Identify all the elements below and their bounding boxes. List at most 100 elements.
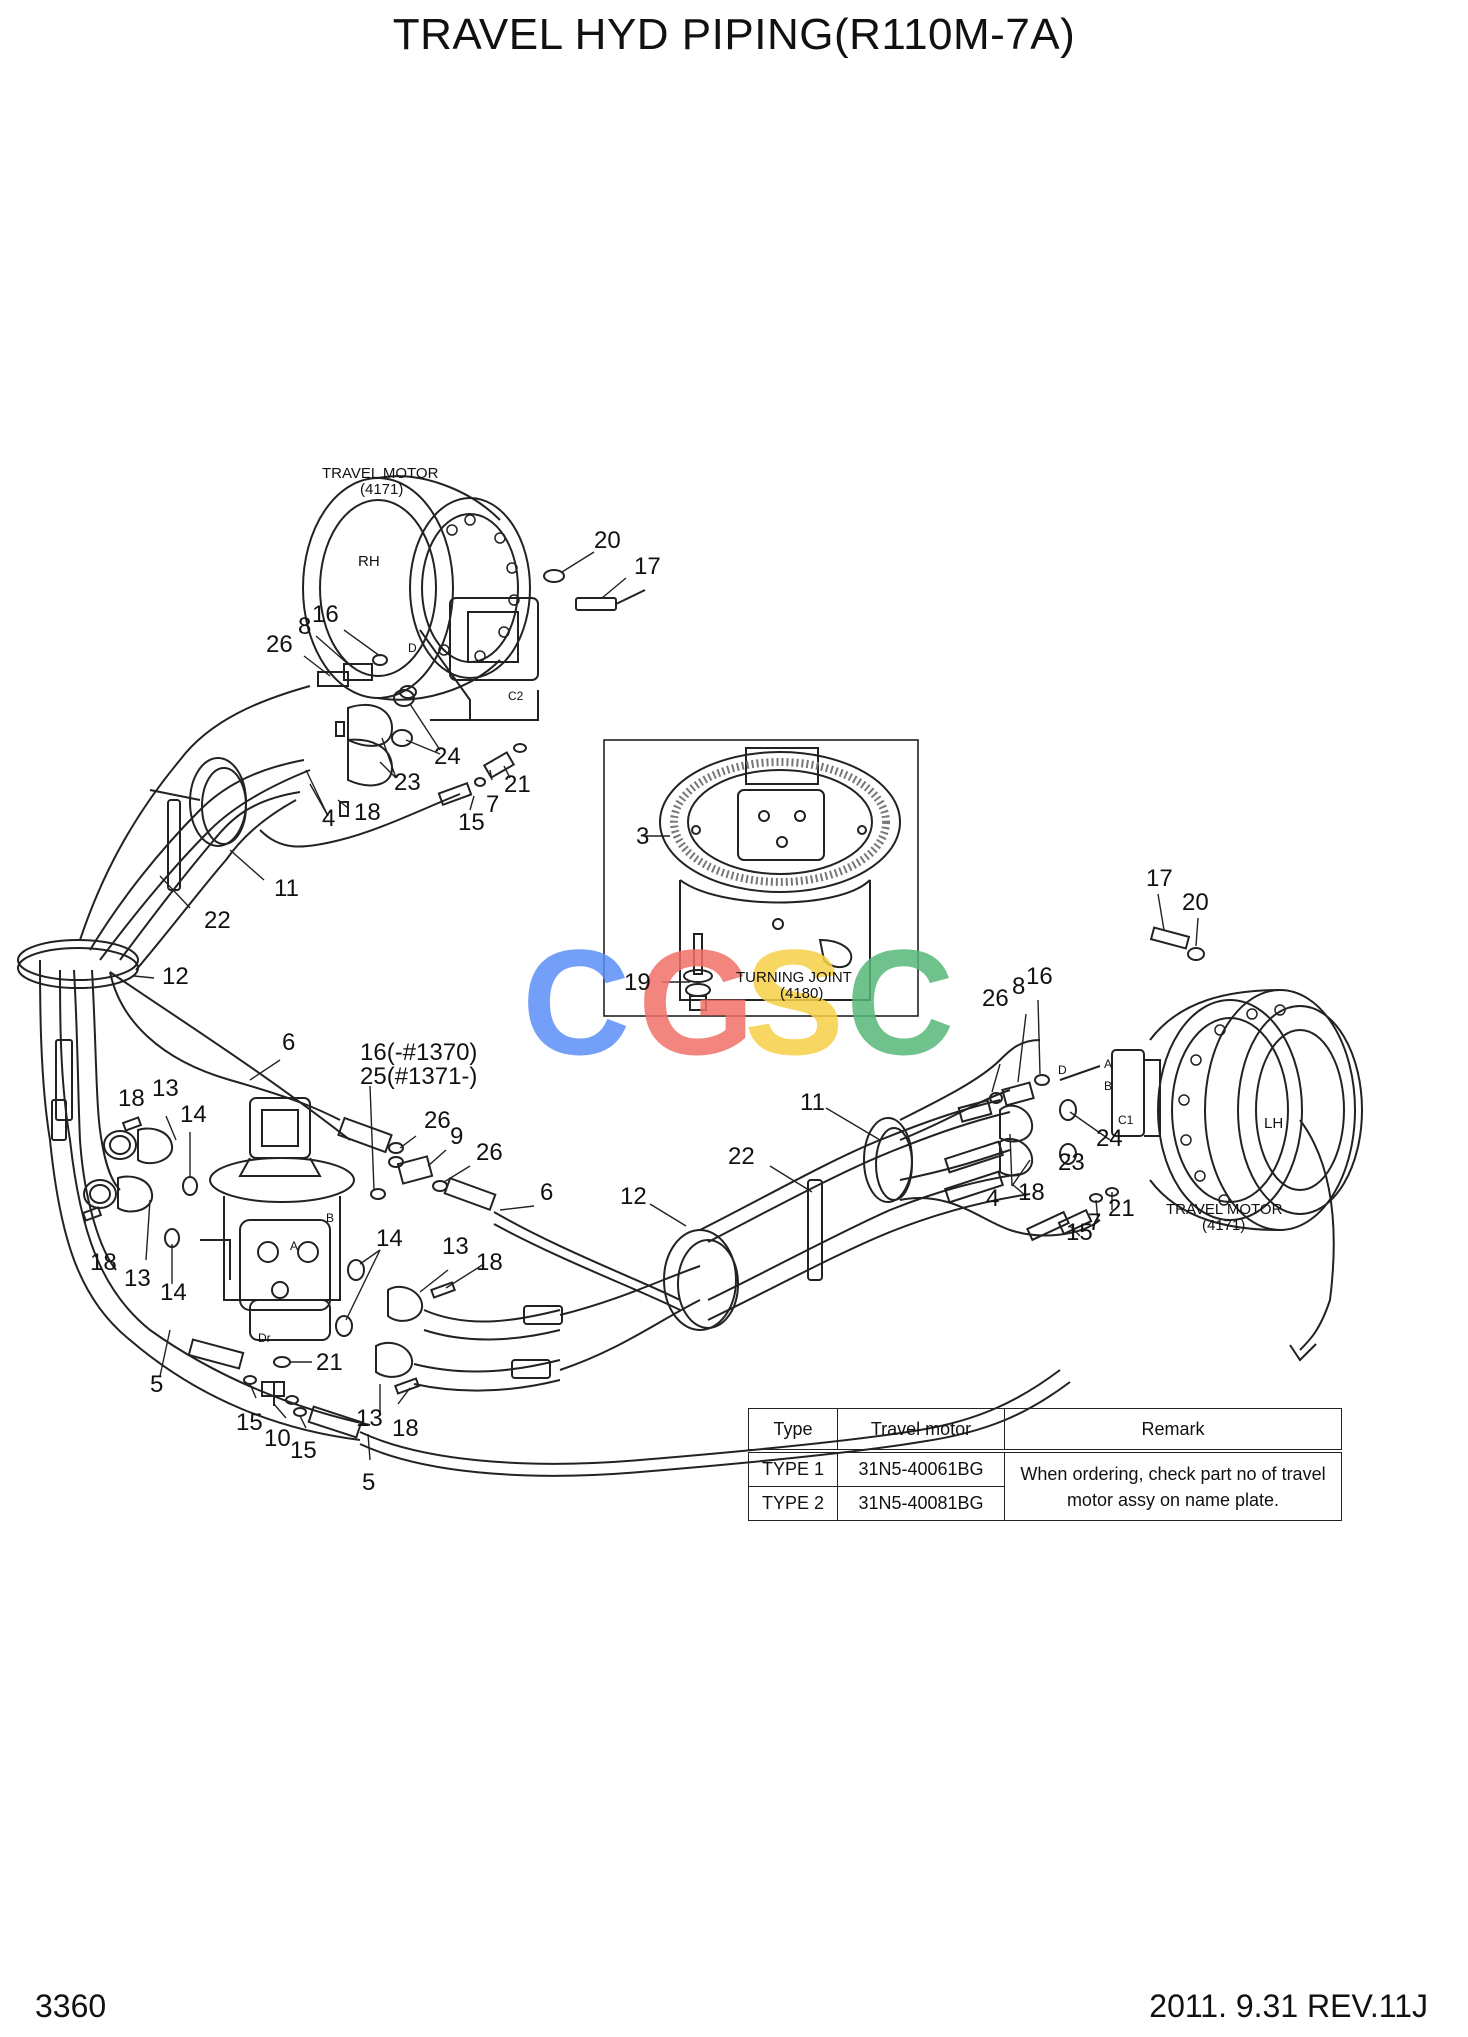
rh-travel-motor — [302, 475, 539, 721]
callout: 8 — [298, 613, 311, 640]
svg-text:C: C — [846, 918, 954, 1086]
callout: 11 — [800, 1089, 825, 1116]
callout: 18 — [118, 1085, 145, 1112]
lh-mount-bolt — [1149, 926, 1205, 961]
rh-hose-bundle — [79, 685, 461, 971]
callout: 11 — [274, 875, 299, 902]
callout: 26 — [266, 631, 293, 658]
port-c2: C2 — [508, 689, 524, 703]
callout: 26 — [476, 1139, 503, 1166]
callout: 26 — [424, 1107, 451, 1134]
callout: 13 — [442, 1233, 469, 1260]
callout: 26 — [982, 985, 1009, 1012]
callout: 9 — [450, 1123, 463, 1150]
callout: 22 — [204, 907, 231, 934]
callout: 25(#1371-) — [360, 1063, 477, 1090]
svg-text:S: S — [744, 918, 844, 1086]
table-row: TYPE 1 31N5-40061BG When ordering, check… — [748, 1450, 1342, 1521]
revision-date: 2011. 9.31 REV.11J — [1149, 1988, 1428, 2024]
callout: 22 — [728, 1143, 755, 1170]
callout: 7 — [486, 791, 499, 818]
lh-motor-ref: (4171) — [1202, 1217, 1245, 1234]
travel-motor-type-table: Type Travel motor Remark TYPE 1 31N5-400… — [748, 1408, 1342, 1521]
callout: 20 — [594, 527, 621, 554]
callout: 15 — [290, 1437, 317, 1464]
callout: 19 — [624, 969, 651, 996]
callout: 15 — [236, 1409, 263, 1436]
page-number: 3360 — [35, 1988, 107, 2024]
callout: 18 — [1018, 1179, 1045, 1206]
callout: 10 — [264, 1425, 291, 1452]
turning-joint-detail — [603, 739, 919, 1017]
col-travel-motor: Travel motor — [837, 1408, 1005, 1452]
port-d-top: D — [408, 641, 417, 655]
rh-motor-label: TRAVEL MOTOR — [322, 465, 439, 482]
callout: 21 — [504, 771, 531, 798]
col-remark: Remark — [1004, 1408, 1342, 1452]
callout: 18 — [392, 1415, 419, 1442]
left-flange-groups — [81, 1116, 198, 1248]
callout: 21 — [316, 1349, 343, 1376]
lh-travel-motor — [1111, 989, 1363, 1362]
part-callouts: 20 17 26 8 16 24 23 21 4 18 15 7 11 22 3… — [90, 527, 1209, 1496]
callout: 23 — [1058, 1149, 1085, 1176]
port-c1: C1 — [1118, 1113, 1134, 1127]
hose-6-and-fittings — [109, 971, 681, 1311]
callout: 4 — [322, 805, 335, 832]
callout: 6 — [540, 1179, 553, 1206]
turning-joint-ref: (4180) — [780, 985, 823, 1002]
port-b-lower: B — [326, 1211, 334, 1225]
callout: 3 — [636, 823, 649, 850]
callout: 15 — [1066, 1219, 1093, 1246]
callout: 13 — [124, 1265, 151, 1292]
callout: 18 — [90, 1249, 117, 1276]
callout: 14 — [180, 1101, 207, 1128]
lh-motor-label: TRAVEL MOTOR — [1166, 1201, 1283, 1218]
callout: 13 — [356, 1405, 383, 1432]
left-hose-loop — [17, 939, 371, 1441]
callout: 12 — [162, 963, 189, 990]
port-d-right: D — [1058, 1063, 1067, 1077]
callout: 8 — [1012, 973, 1025, 1000]
callout: 16 — [1026, 963, 1053, 990]
callout: 20 — [1182, 889, 1209, 916]
callout: 17 — [634, 553, 661, 580]
lower-turning-joint — [200, 1097, 355, 1368]
callout: 5 — [362, 1469, 375, 1496]
callout: 6 — [282, 1029, 295, 1056]
callout: 14 — [376, 1225, 403, 1252]
rh-mount-bolt — [543, 569, 646, 611]
port-a-right: A — [1104, 1057, 1112, 1071]
svg-text:G: G — [638, 918, 755, 1086]
callout: 24 — [1096, 1125, 1123, 1152]
callout: 24 — [434, 743, 461, 770]
callout: 4 — [986, 1185, 999, 1212]
port-b-right: B — [1104, 1079, 1112, 1093]
callout: 17 — [1146, 865, 1173, 892]
callout: 14 — [160, 1279, 187, 1306]
turning-joint-label: TURNING JOINT — [736, 969, 852, 986]
leader-lines — [133, 551, 1199, 1461]
rh-side-label: RH — [358, 553, 380, 570]
port-a-lower: A — [290, 1239, 298, 1253]
motor-cell: 31N5-40081BG — [837, 1486, 1005, 1521]
type-cell: TYPE 1 — [748, 1450, 838, 1487]
callout: 21 — [1108, 1195, 1135, 1222]
callout: 18 — [354, 799, 381, 826]
callout: 12 — [620, 1183, 647, 1210]
svg-text:C: C — [522, 918, 630, 1086]
page-title: TRAVEL HYD PIPING(R110M-7A) — [392, 10, 1076, 59]
rh-motor-ref: (4171) — [360, 481, 403, 498]
callout: 7 — [1088, 1209, 1101, 1236]
callout: 16(-#1370) — [360, 1039, 477, 1066]
callout: 15 — [458, 809, 485, 836]
table-row: TYPE 2 31N5-40081BG — [748, 1486, 1342, 1521]
callout: 13 — [152, 1075, 179, 1102]
col-type: Type — [748, 1408, 838, 1452]
callout: 5 — [150, 1371, 163, 1398]
remark-cell: When ordering, check part no of travel m… — [1004, 1450, 1342, 1521]
center-hose-bundle — [663, 1039, 1101, 1331]
callout: 18 — [476, 1249, 503, 1276]
callout: 23 — [394, 769, 421, 796]
